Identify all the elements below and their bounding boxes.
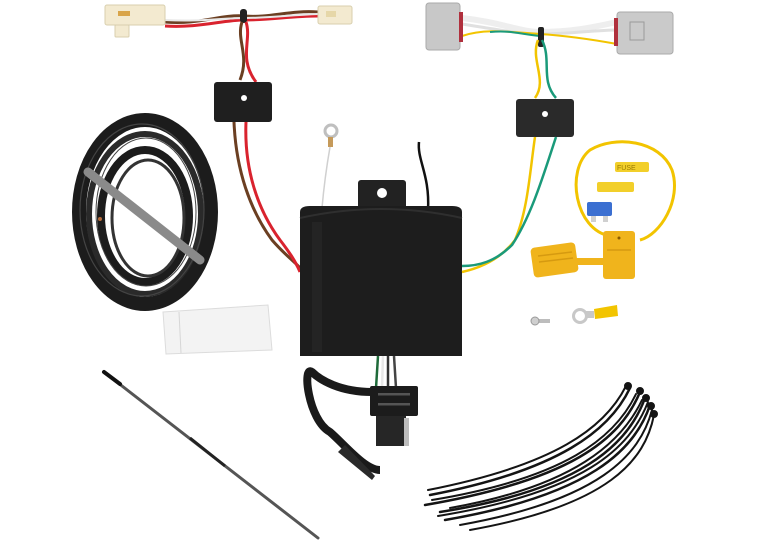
fuse-holder-kit	[530, 140, 676, 279]
long-zip-tie	[102, 370, 320, 540]
tail-light-tconnector-right	[425, 2, 674, 99]
ring-terminal-ground	[321, 123, 339, 209]
fuse-label-text: FUSE	[617, 165, 636, 172]
wire-coil	[72, 113, 218, 311]
adhesive-pad	[162, 304, 273, 355]
blue-fuse	[587, 202, 612, 222]
four-way-connector	[303, 367, 418, 480]
mount-block-right	[516, 99, 574, 137]
zip-tie-bundle	[423, 382, 658, 531]
screw	[530, 316, 550, 326]
butt-connectors: FUSE	[597, 162, 649, 192]
mount-block-left	[214, 82, 272, 122]
tail-light-tconnector-left	[104, 4, 353, 83]
ring-terminal	[572, 305, 618, 324]
converter-module	[299, 141, 463, 389]
